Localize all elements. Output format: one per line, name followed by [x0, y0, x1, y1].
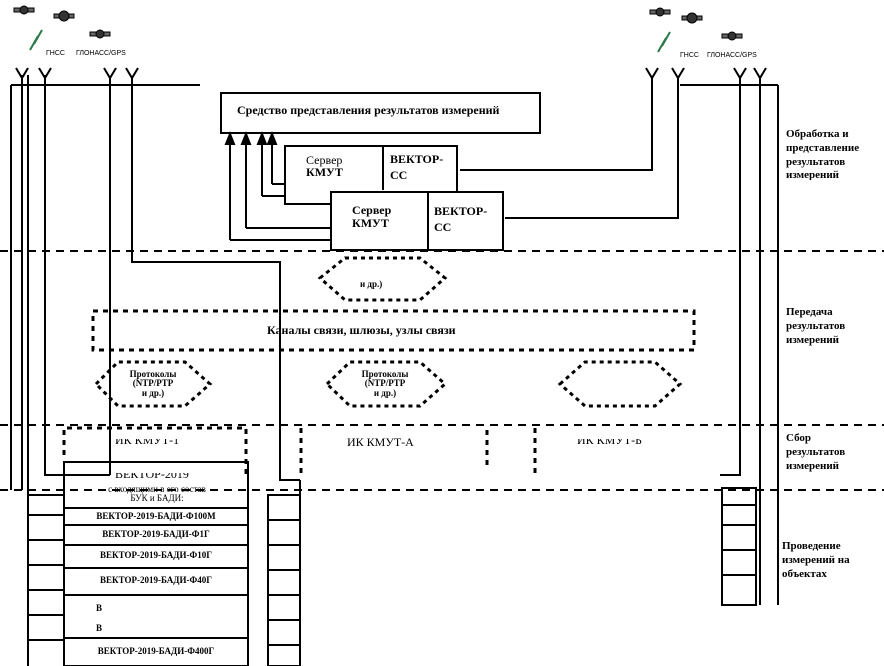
antenna-icon [645, 67, 659, 80]
arrow-icon [256, 131, 268, 145]
ik-a-ladder [267, 494, 301, 666]
arrow-icon [224, 131, 236, 145]
ik-1-label: ИК КМУТ-1 [115, 433, 180, 447]
glonass-label-left: ГЛОНАСС/GPS [76, 50, 126, 57]
vector-item: ВЕКТОР-2019-БАДИ-Ф40Г [100, 575, 212, 585]
gnss-label-left: ГНСС [46, 50, 65, 57]
antenna-icon [38, 67, 52, 80]
antenna-icon [753, 67, 767, 80]
satellite-icon [53, 10, 75, 22]
vector-item: ВЕКТОР-2019-БАДИ-Ф400Г [97, 646, 215, 656]
satellite-icon [13, 5, 35, 15]
satellite-icon [681, 12, 703, 24]
antenna-icon [15, 67, 29, 85]
channels-label: Каналы связи, шлюзы, узлы связи [267, 323, 456, 337]
glonass-label-right: ГЛОНАСС/GPS [707, 52, 757, 59]
server-1-module: ВЕКТОР- СС [390, 152, 444, 182]
ik-b-label: ИК КМУТ-Б [577, 433, 643, 447]
protocol-diamond-3 [557, 360, 683, 408]
zone-label-transfer: Передача результатов измерений [786, 306, 846, 346]
presentation-label: Средство представления результатов измер… [237, 103, 500, 117]
server-2-box [330, 191, 504, 251]
vector-title: ВЕКТОР-2019 [115, 467, 189, 481]
protocol-diamond-top [317, 256, 448, 302]
satellite-icon [89, 29, 111, 39]
satellite-icon [649, 7, 671, 17]
protocol-top-label: и др.) [360, 279, 383, 289]
channels-box [91, 309, 696, 352]
ik-1-frame [62, 426, 248, 475]
server-1-name: Сервер КМУТ [306, 153, 343, 179]
vector-item: ВЕКТОР-2019-БАДИ-Ф1Г [102, 529, 210, 539]
zone-label-processing: Обработка и представление результатов из… [786, 128, 860, 180]
signal-icon [29, 29, 43, 51]
antenna-icon [733, 67, 747, 80]
presentation-box [220, 92, 541, 134]
ik-b-ladder [721, 487, 757, 606]
vector-item: В [96, 623, 103, 633]
gnss-label-right: ГНСС [680, 52, 699, 59]
protocol-1-label: Протоколы (NTP/PTP и др.) [129, 369, 177, 398]
server-2-module: ВЕКТОР- СС [434, 204, 488, 234]
ik-a-label: ИК КМУТ-А [347, 435, 414, 449]
antenna-icon [103, 67, 117, 80]
protocol-diamond-1 [93, 360, 213, 408]
zone-label-collect: Сбор результатов измерений [786, 432, 846, 472]
satellite-icon [721, 31, 743, 41]
vector-item: ВЕКТОР-2019-БАДИ-Ф100М [96, 511, 216, 521]
arrow-icon [240, 131, 252, 145]
signal-icon [657, 31, 671, 53]
vector-item: ВЕКТОР-2019-БАДИ-Ф10Г [100, 550, 212, 560]
vector-subtitle: с входящими в его состав БУК и БАДИ: [108, 484, 206, 504]
vector-item: В [96, 603, 103, 613]
protocol-2-label: Протоколы (NTP/PTP и др.) [361, 369, 409, 398]
zone-label-measure: Проведение измерений на объектах [782, 540, 850, 580]
arrow-icon [266, 131, 278, 145]
antenna-icon [671, 67, 685, 80]
antenna-icon [125, 67, 139, 80]
server-2-name: Сервер КМУТ [352, 203, 392, 231]
